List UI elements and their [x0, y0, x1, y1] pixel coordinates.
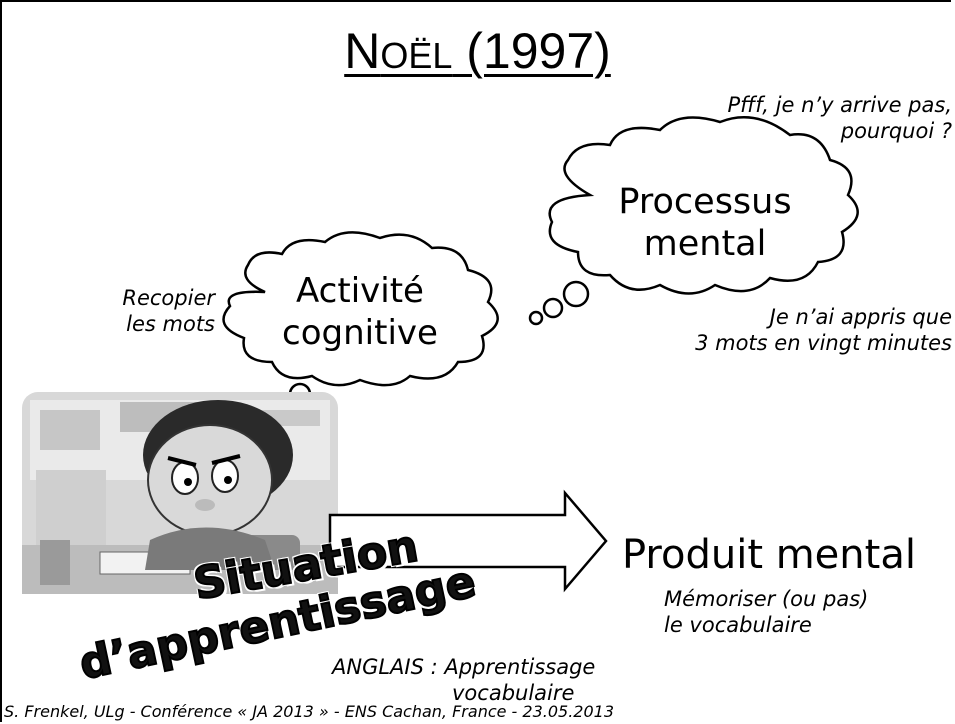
bubble-2 — [542, 297, 564, 319]
cloud-large-outline — [548, 115, 859, 295]
thought-top-right: Pfff, je n’y arrive pas, pourquoi ? — [727, 93, 952, 143]
slide-footer: S. Frenkel, ULg - Conférence « JA 2013 »… — [4, 702, 615, 721]
student-illustration — [22, 392, 338, 594]
thought-mid-right: Je n’ai appris que 3 mots en vingt minut… — [695, 305, 952, 355]
thought-left: Recopier les mots — [122, 286, 215, 336]
bubble-3 — [562, 280, 590, 308]
slide-title: NOËL (1997) — [344, 23, 611, 79]
cloud-small-text: Activité cognitive — [282, 271, 438, 353]
arrow-right — [328, 489, 608, 593]
product-mental-subtext: Mémoriser (ou pas) le vocabulaire — [664, 587, 869, 637]
bubble-1 — [528, 310, 544, 326]
cloud-small-outline — [222, 231, 499, 387]
task-description: ANGLAIS : Apprentissage vocabulaire — [332, 655, 596, 705]
cloud-large-text: Processus mental — [618, 182, 792, 264]
product-mental-label: Produit mental — [622, 532, 916, 578]
